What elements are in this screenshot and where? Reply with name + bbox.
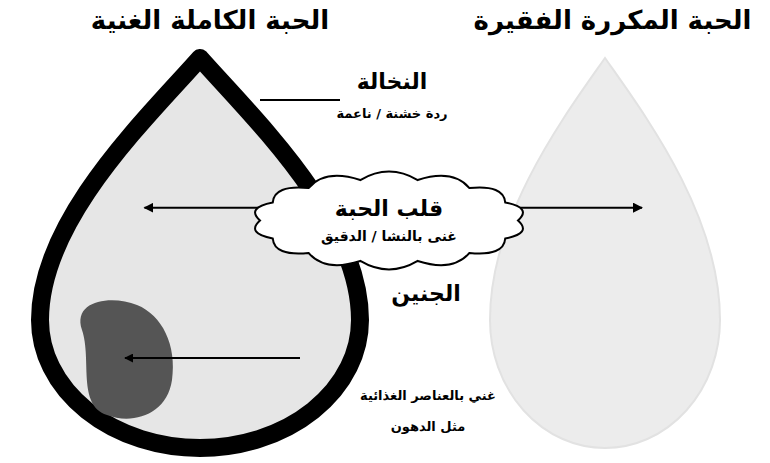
text-group: الحبة المكررة الفقيرة xyxy=(465,0,760,37)
germ-leader xyxy=(125,357,300,359)
endosperm-cloud: قلب الحبة غنى بالنشا / الدقيق xyxy=(248,169,530,272)
part-name: قلب الحبة xyxy=(335,195,443,223)
germ-shape xyxy=(80,300,173,418)
text-group: الحبة الكاملة الغنية xyxy=(28,0,392,37)
cloud-shape xyxy=(255,171,523,269)
part-note: ردة خشنة / ناعمة xyxy=(297,106,487,123)
part-name: النخالة xyxy=(307,68,477,97)
part-name: الجنين xyxy=(361,280,491,309)
refined-grain-shape xyxy=(490,58,720,448)
part-note: غني بالعناصر الغذائية مثل الدهون xyxy=(352,380,505,442)
bran-leader xyxy=(260,99,340,101)
text-group: قلب الحبة غنى بالنشا / الدقيق xyxy=(248,169,530,272)
pointer-arrow xyxy=(516,207,642,209)
grain-heading: الحبة المكررة الفقيرة xyxy=(465,4,760,37)
part-note: غنى بالنشا / الدقيق xyxy=(321,228,457,246)
pointer-arrow xyxy=(144,207,262,209)
grain-heading: الحبة الكاملة الغنية xyxy=(28,4,392,37)
